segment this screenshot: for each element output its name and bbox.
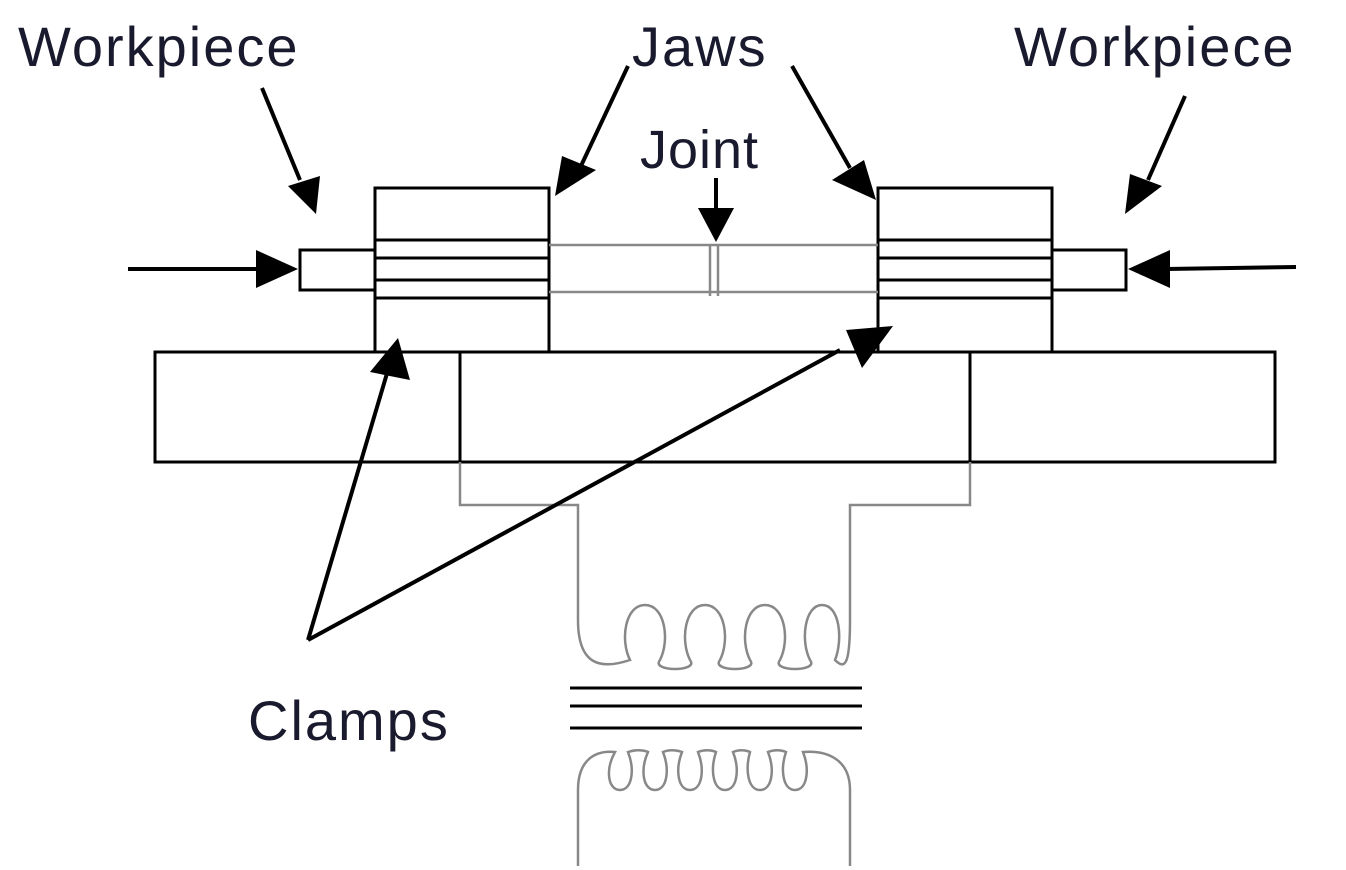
arrow-clamp-right (307, 326, 893, 642)
arrow-force-right (1128, 250, 1297, 288)
right-jaw (876, 186, 1054, 354)
jaws-label: Jaws (632, 15, 768, 78)
transformer-core (570, 686, 862, 730)
arrow-workpiece-right (1125, 95, 1187, 214)
clamps-label: Clamps (248, 689, 450, 752)
left-jaw (373, 186, 551, 354)
machine-base (153, 350, 1277, 464)
transformer-secondary-coil (576, 748, 852, 866)
workpiece-right-label: Workpiece (1014, 15, 1296, 78)
workpiece-left-label: Workpiece (18, 15, 300, 78)
arrow-workpiece-left (260, 87, 320, 214)
workpiece-right (1050, 248, 1128, 292)
arrow-jaws-right (790, 65, 876, 200)
arrow-clamp-left (306, 338, 410, 641)
arrow-force-left (128, 250, 298, 288)
arrow-joint (698, 178, 734, 242)
transformer-primary-coil (576, 603, 852, 671)
workpiece-left (298, 248, 377, 292)
joint-label: Joint (640, 120, 759, 180)
arrow-jaws-left (555, 65, 630, 196)
workpiece-gap (549, 243, 878, 296)
transformer-housing (458, 352, 972, 620)
